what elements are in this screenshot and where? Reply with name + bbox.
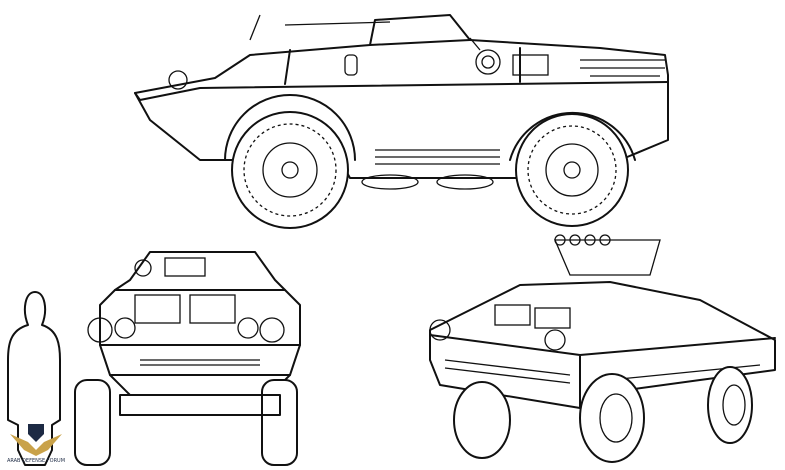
human-scale-figure bbox=[7, 291, 61, 466]
three-quarter-front-wheel bbox=[579, 373, 645, 463]
watermark-logo: ARAB DEFENSE FORUM bbox=[6, 420, 66, 468]
three-quarter-view bbox=[429, 234, 776, 463]
front-right-tyre bbox=[261, 379, 298, 466]
side-rear-wheel bbox=[231, 111, 349, 229]
side-view bbox=[134, 14, 669, 229]
front-left-tyre bbox=[74, 379, 111, 466]
side-front-wheel bbox=[515, 113, 629, 227]
svg-text:ARAB DEFENSE FORUM: ARAB DEFENSE FORUM bbox=[7, 458, 65, 464]
front-view bbox=[74, 251, 301, 466]
